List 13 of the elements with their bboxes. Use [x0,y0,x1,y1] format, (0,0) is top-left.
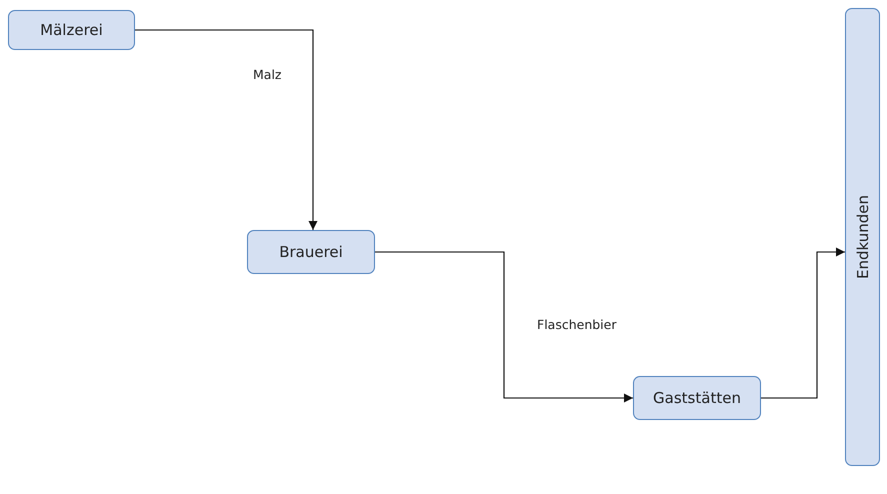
edge-label: Flaschenbier [537,317,616,332]
arrow [761,248,845,399]
arrow [375,251,633,402]
node-label: Endkunden [854,194,872,279]
node-label: Brauerei [279,243,343,261]
process-box [8,10,135,50]
node-label: Mälzerei [40,21,103,39]
edge-label: Malz [253,67,282,82]
process-box [845,8,880,466]
process-box [633,376,761,420]
node-label: Gaststätten [653,389,741,407]
arrow [135,29,318,230]
process-box [247,230,375,274]
